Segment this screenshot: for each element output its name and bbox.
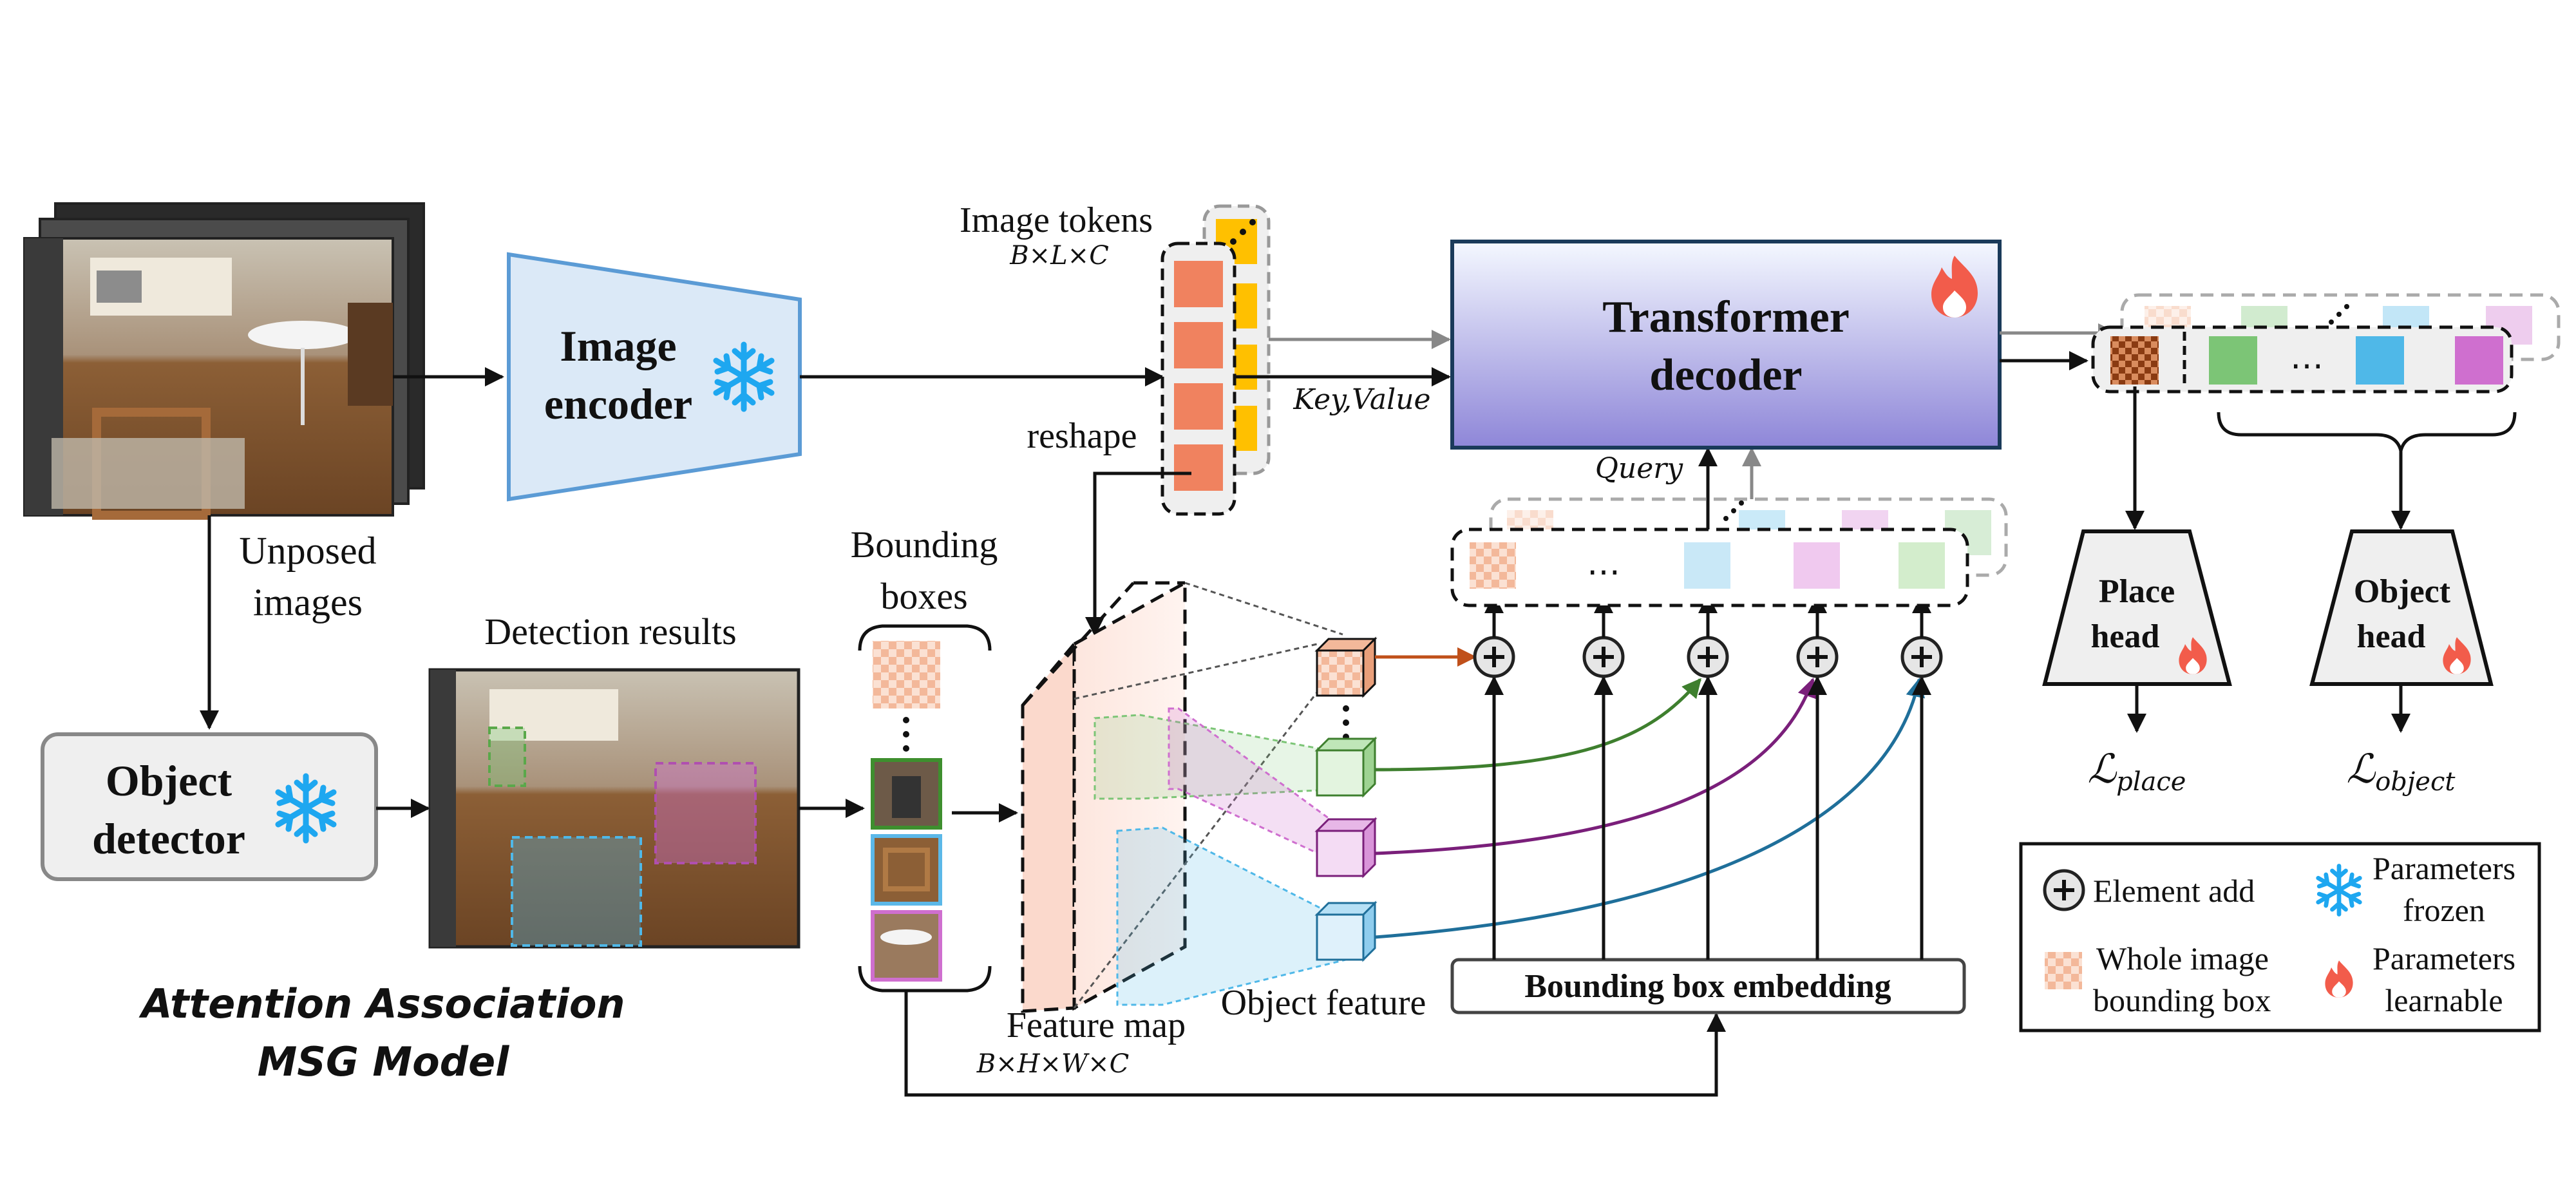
element-add-icon [1796,636,1839,678]
object-detector-label-line1: Object [106,756,232,805]
loss-place: ℒplace [2088,745,2186,797]
output-token-green [2209,336,2257,385]
place-head-label-line1: Place [2099,573,2175,610]
legend: Element add Parameters frozen Whole imag… [2019,842,2541,1032]
element-add-icon [1900,636,1943,678]
query-token-magenta [1794,542,1840,589]
object-feature-label: Object feature [1221,983,1426,1023]
bbox-crop-magenta [871,910,942,982]
object-detector-block: Object detector [41,732,378,881]
image-tokens-dims: B×L×C [1009,241,1109,271]
output-tokens: … [2091,293,2561,394]
output-token-magenta [2455,336,2503,385]
arrow-bboxes-to-embedding [904,992,1726,1097]
legend-frozen-line2: frozen [2403,892,2485,928]
model-name-line2: MSG Model [258,1038,510,1085]
detection-results-title: Detection results [484,611,736,652]
image-encoder-label-line2: encoder [544,379,692,428]
bbox-whole-image [873,641,940,708]
image-tokens-title: Image tokens [960,200,1153,240]
image-encoder-label-line1: Image [560,321,676,370]
image-token [1174,322,1223,368]
image-token [1174,444,1223,491]
detection-box-green [488,727,526,787]
unposed-image-stack [23,202,425,520]
decoder-label-line1: Transformer [1602,292,1850,342]
object-head-label-line1: Object [2354,573,2451,610]
query-ellipsis: … [1587,544,1620,583]
detection-results-image [428,668,800,949]
output-ellipsis: … [2290,338,2324,377]
image-tokens-stack [1160,204,1271,516]
object-tokens-brace [2217,412,2517,452]
element-add-icon [1582,636,1625,678]
output-token-blue [2356,336,2404,385]
whole-image-bbox-swatch [2045,952,2082,989]
element-add-icon [2043,869,2085,911]
bounding-boxes-title-line2: boxes [880,575,967,617]
legend-frozen-line1: Parameters [2372,850,2515,886]
query-token-whole [1470,542,1516,589]
legend-learnable-line2: learnable [2385,982,2503,1018]
arrow-magenta-feature-to-add [1374,678,1817,855]
arrow-blue-feature-to-add [1374,678,1926,939]
bbox-embedding-label: Bounding box embedding [1524,968,1891,1005]
object-feature-blue [1314,900,1378,962]
detection-box-magenta [654,762,757,864]
object-feature-cubes [1314,636,1378,962]
model-name-line1: Attention Association [138,980,625,1027]
loss-object: ℒobject [2347,745,2456,797]
images-caption-line2: images [253,581,363,623]
feature-map-title: Feature map [1007,1005,1186,1045]
output-token-place [2110,336,2159,385]
object-feature-green [1314,736,1378,798]
query-tokens: … [1450,497,2008,607]
place-head-label-line2: head [2091,618,2160,655]
query-token-blue [1684,542,1730,589]
place-head-block: Place head [2042,529,2232,686]
legend-whole-line2: bounding box [2093,982,2271,1018]
object-detector-label-line2: detector [92,814,245,863]
element-add-nodes [1473,636,1943,678]
unposed-image-photo [23,237,394,520]
image-encoder-block: Image encoder [507,252,802,502]
reshape-label: reshape [1027,416,1137,456]
query-label: Query [1595,452,1683,485]
bbox-crop-blue [871,834,942,906]
object-head-block: Object head [2309,529,2494,686]
bbox-embedding-block: Bounding box embedding [1450,958,1966,1014]
object-feature-whole [1314,636,1378,698]
legend-whole-line1: Whole image [2096,940,2269,976]
bounding-boxes-column [858,624,992,993]
transformer-decoder-block: Transformer decoder [1450,240,2002,450]
arrow-green-feature-to-add [1374,678,1701,772]
decoder-label-line2: decoder [1649,350,1802,400]
feature-map-dims: B×H×W×C [976,1049,1130,1079]
image-token [1174,383,1223,430]
arrow-reshape-to-featuremap [1085,471,1191,636]
key-value-label: Key,Value [1293,383,1430,416]
detection-box-blue [511,836,642,947]
object-head-label-line2: head [2357,618,2426,655]
image-token [1174,261,1223,307]
element-add-icon [1687,636,1729,678]
object-feature-magenta [1314,817,1378,879]
feature-map [1021,580,1347,1013]
element-add-icon [1473,636,1515,678]
query-token-green [1899,542,1945,589]
images-caption-line1: Unposed [239,529,376,572]
bounding-boxes-title-line1: Bounding [851,524,998,566]
legend-element-add: Element add [2093,873,2255,909]
legend-learnable-line1: Parameters [2372,940,2515,976]
